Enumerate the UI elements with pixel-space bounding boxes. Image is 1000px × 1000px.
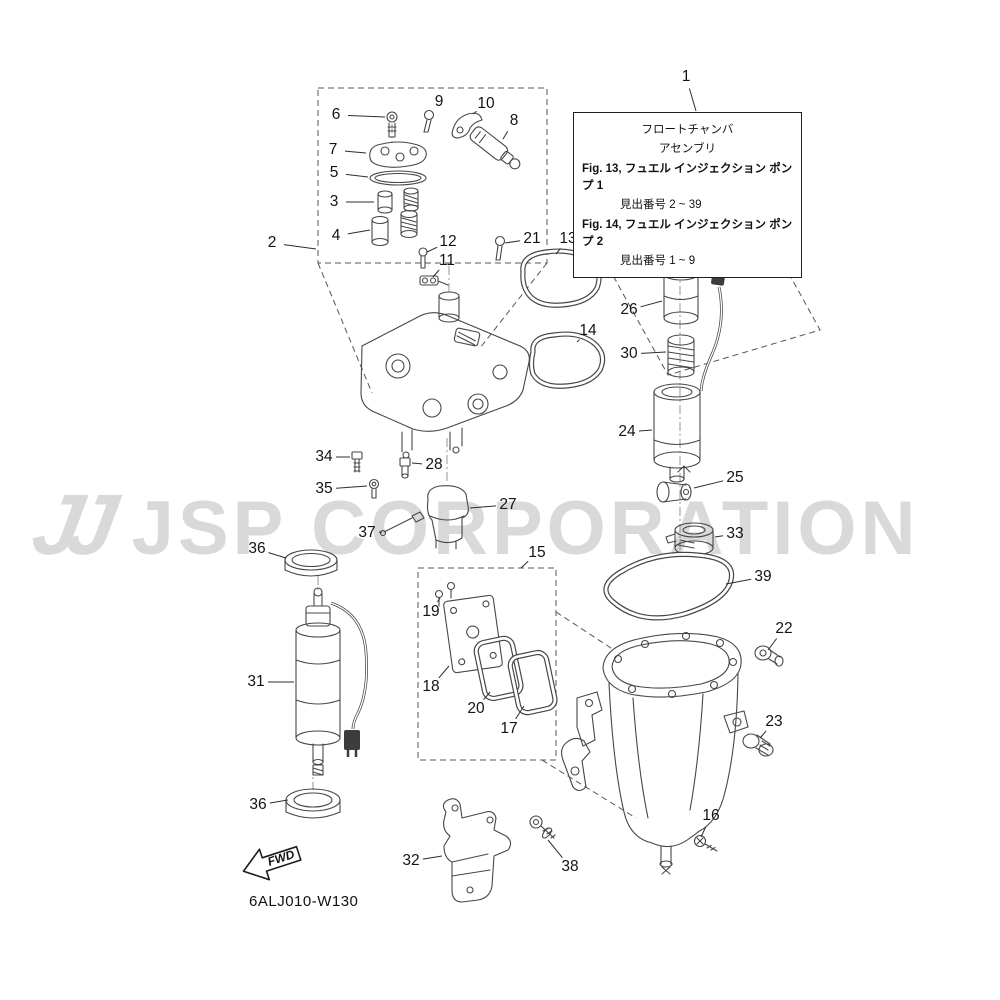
callout-38-38: 38 [561, 858, 579, 875]
part-bracket-10 [451, 112, 483, 139]
part-valve-28 [399, 457, 411, 479]
part-screw-21 [494, 235, 506, 261]
callout-30-29: 30 [620, 345, 638, 362]
part-filter-31 [295, 587, 341, 776]
callout-23-22: 23 [765, 713, 783, 730]
part-cylinders-3 [377, 187, 419, 214]
part-ring-36-top [284, 549, 338, 577]
part-gasket-17 [507, 649, 558, 716]
callout-28-27: 28 [425, 456, 443, 473]
callout-6-5: 6 [331, 106, 341, 123]
part-fuel-pump-24 [653, 383, 701, 483]
part-bolt-16 [693, 834, 718, 852]
info-box-line: 見出番号 1 ~ 9 [620, 254, 696, 267]
callout-16-15: 16 [702, 807, 720, 824]
callout-37-37: 37 [358, 524, 376, 541]
watermark-text: JSP CORPORATION [131, 486, 920, 571]
callout-2-1: 2 [267, 234, 277, 251]
part-cover-27 [426, 485, 469, 550]
part-gasket-5 [369, 170, 427, 186]
callout-31-30: 31 [247, 673, 265, 690]
part-bolt-38 [529, 815, 556, 839]
callout-26-25: 26 [620, 301, 638, 318]
callout-21-20: 21 [523, 230, 541, 247]
callout-17-16: 17 [500, 720, 518, 737]
callout-12-11: 12 [439, 233, 457, 250]
part-plug-23 [742, 733, 774, 757]
callout-5-4: 5 [329, 164, 339, 181]
part-cover-7 [369, 141, 427, 168]
callout-7-6: 7 [328, 141, 338, 158]
part-grommet-22 [754, 645, 784, 667]
part-screw-35 [368, 478, 380, 499]
part-cylinder-4 [371, 209, 418, 247]
callout-25-24: 25 [726, 469, 744, 486]
callout-1-0: 1 [681, 68, 691, 85]
part-injector-8 [469, 126, 521, 170]
part-oring-13 [520, 248, 602, 308]
callout-9-8: 9 [434, 93, 444, 110]
part-ring-36-bottom [285, 788, 341, 819]
callout-24-23: 24 [618, 423, 636, 440]
callout-18-17: 18 [422, 678, 440, 695]
callout-22-21: 22 [775, 620, 793, 637]
diagram-code: 6ALJ010-W130 [249, 893, 359, 910]
callout-19-18: 19 [422, 603, 440, 620]
part-bracket-32 [442, 798, 512, 903]
info-box-line: 見出番号 2 ~ 39 [620, 198, 702, 211]
part-coil-30 [667, 334, 695, 378]
callout-10-9: 10 [477, 95, 495, 112]
part-screw-9 [423, 109, 435, 133]
part-hose-and-connector [330, 601, 369, 757]
callout-36-36: 36 [249, 796, 267, 813]
part-pump-bracket-body [360, 291, 530, 459]
part-pin-37 [379, 511, 425, 537]
callout-34-33: 34 [315, 448, 333, 465]
part-grommet-25 [656, 465, 692, 503]
callout-3-2: 3 [329, 193, 339, 210]
part-tank-body [560, 631, 749, 875]
callout-14-13: 14 [579, 322, 597, 339]
info-box-body: フロートチャンバアセンブリ Fig. 13, フュエル インジェクション ポンプ … [582, 122, 793, 269]
part-oring-14 [528, 331, 606, 389]
callout-4-3: 4 [331, 227, 341, 244]
callout-39-39: 39 [754, 568, 772, 585]
callout-33-32: 33 [726, 525, 744, 542]
watermark: JJ JSP CORPORATION [26, 477, 920, 573]
part-gasket-20 [473, 635, 524, 702]
part-screw-6 [386, 111, 398, 138]
fwd-arrow [242, 845, 302, 881]
info-box: フロートチャンバアセンブリ Fig. 13, フュエル インジェクション ポンプ … [573, 112, 802, 279]
part-bolt-34 [351, 451, 363, 473]
callout-36-35: 36 [248, 540, 266, 557]
callout-35-34: 35 [315, 480, 333, 497]
part-fitting-11 [419, 275, 449, 286]
callout-11-10: 11 [438, 252, 456, 269]
info-box-line: アセンブリ [659, 142, 716, 155]
info-box-line: Fig. 14, フュエル インジェクション ポンプ 2 [582, 219, 793, 249]
callout-20-19: 20 [467, 700, 485, 717]
callout-8-7: 8 [509, 112, 519, 129]
info-box-line: フロートチャンバ [641, 124, 734, 136]
callout-15-14: 15 [528, 544, 546, 561]
info-box-line: Fig. 13, フュエル インジェクション ポンプ 1 [582, 163, 793, 193]
callout-27-26: 27 [499, 496, 517, 513]
callout-32-31: 32 [402, 852, 420, 869]
part-gasket-39 [603, 551, 735, 621]
callout-13-12: 13 [559, 230, 577, 247]
